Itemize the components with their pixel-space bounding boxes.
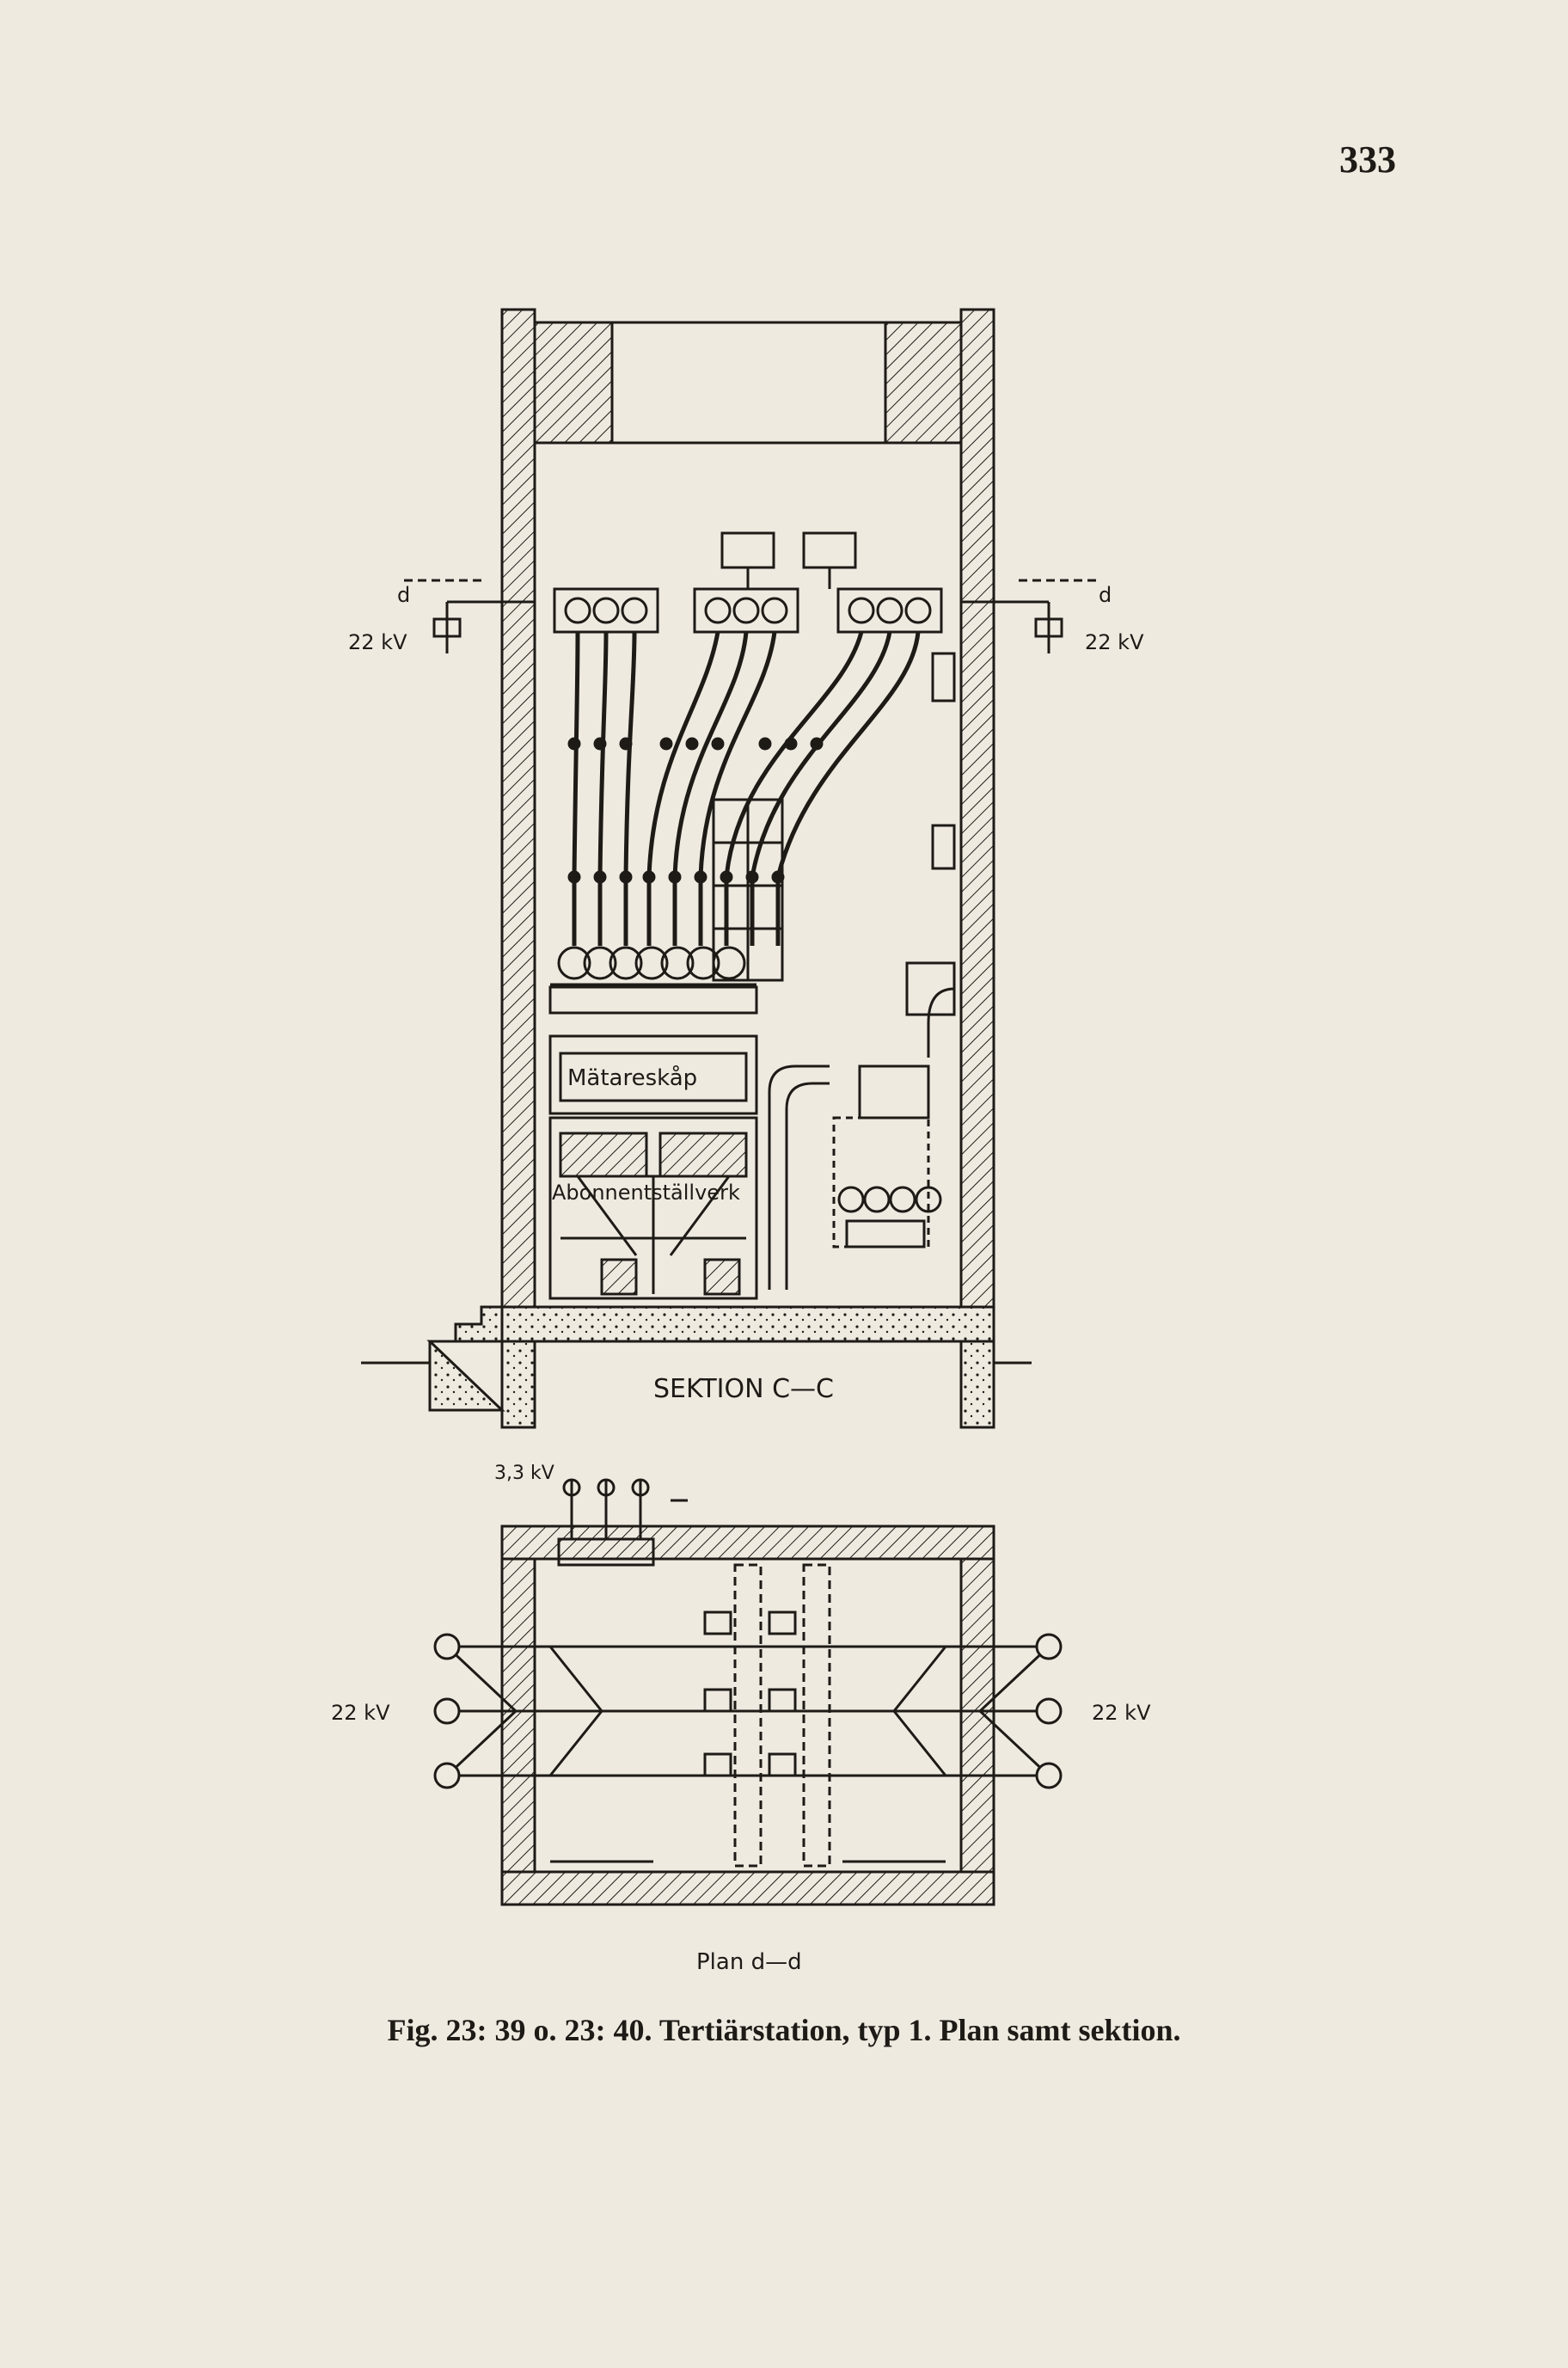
insulator-row-1 <box>567 737 824 751</box>
coil-row <box>548 946 758 1015</box>
plan-voltage-low: 3,3 kV <box>494 1463 554 1484</box>
plan-title: Plan d—d <box>696 1949 802 1975</box>
page-number: 333 <box>1339 138 1396 181</box>
left-wall <box>500 308 536 1309</box>
section-voltage-right: 22 kV <box>1085 630 1144 654</box>
cut-marker-right: d <box>1099 583 1112 607</box>
section-title: SEKTION C—C <box>653 1374 834 1404</box>
plan-phase-lines <box>445 1645 1050 1777</box>
section-drawing <box>361 308 1096 1429</box>
right-wall-bushings <box>905 652 956 1016</box>
incoming-left-bushing <box>432 602 462 653</box>
figure-caption: Fig. 23: 39 o. 23: 40. Tertiärstation, t… <box>387 2013 1181 2047</box>
window <box>712 798 784 982</box>
incoming-right-bushing <box>1034 602 1063 653</box>
top-fuses <box>720 531 857 589</box>
switchgear-label: Abonnentställverk <box>552 1181 740 1205</box>
transformer-assembly <box>768 987 955 1290</box>
foundation-left <box>426 1305 505 1412</box>
plan-low-voltage-bushings <box>557 1478 688 1567</box>
cut-marker-left: d <box>397 583 410 607</box>
switchgear-frame <box>548 1116 758 1300</box>
roof-left-block <box>533 321 614 445</box>
plan-bushings <box>433 1633 1063 1789</box>
cable-leads <box>572 631 921 946</box>
plan-voltage-left: 22 kV <box>331 1701 390 1725</box>
foundation-wall-right <box>959 1340 995 1429</box>
roof-right-block <box>884 321 963 445</box>
meter-cabinet-frame <box>548 1034 758 1115</box>
plan-drawing <box>433 1478 1063 1906</box>
right-wall <box>959 308 995 1309</box>
insulator-row-2 <box>567 870 785 884</box>
plan-voltage-right: 22 kV <box>1092 1701 1151 1725</box>
meter-cabinet-label: Mätareskåp <box>567 1064 697 1091</box>
busbar-insulators <box>564 597 932 624</box>
section-voltage-left: 22 kV <box>348 630 407 654</box>
floor-slab <box>500 1305 995 1343</box>
foundation-wall-left <box>500 1340 536 1429</box>
